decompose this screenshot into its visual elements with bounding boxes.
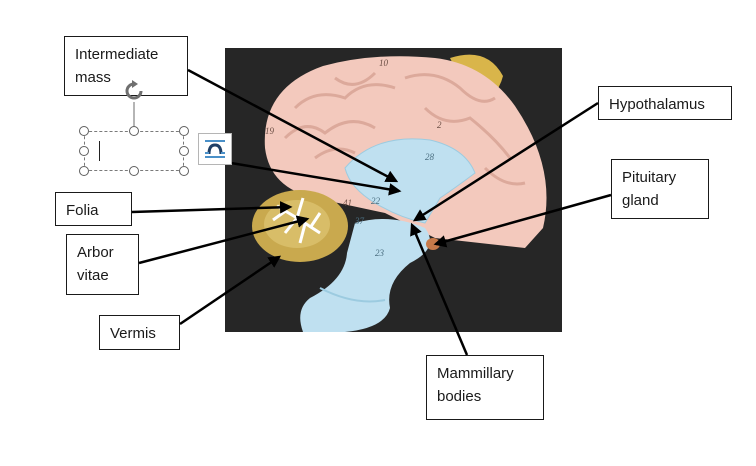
brain-photo: 10 19 28 22 41 37 23 2 [225, 48, 562, 332]
resize-handle-bottom[interactable] [129, 166, 139, 176]
label-hypothalamus[interactable]: Hypothalamus [598, 86, 732, 120]
label-folia[interactable]: Folia [55, 192, 132, 226]
model-number-22: 22 [371, 196, 381, 206]
label-pituitary-gland[interactable]: Pituitary gland [611, 159, 709, 219]
layout-options-button[interactable] [198, 133, 232, 165]
brainstem [300, 219, 430, 332]
model-number-10: 10 [379, 58, 389, 68]
brain-illustration: 10 19 28 22 41 37 23 2 [252, 54, 547, 332]
resize-handle-top[interactable] [129, 126, 139, 136]
resize-handle-right[interactable] [179, 146, 189, 156]
pituitary-gland [426, 238, 440, 250]
model-number-41: 41 [343, 198, 352, 208]
rotate-handle-icon[interactable] [121, 78, 147, 104]
resize-handle-bottom-right[interactable] [179, 166, 189, 176]
resize-handle-top-left[interactable] [79, 126, 89, 136]
model-number-37: 37 [354, 216, 365, 226]
layout-options-icon [205, 140, 225, 158]
model-number-23: 23 [375, 248, 385, 258]
label-arbor-vitae[interactable]: Arbor vitae [66, 234, 139, 295]
resize-handle-left[interactable] [79, 146, 89, 156]
label-vermis[interactable]: Vermis [99, 315, 180, 350]
label-intermediate-mass[interactable]: Intermediate mass [64, 36, 188, 96]
model-number-19: 19 [265, 126, 275, 136]
resize-handle-top-right[interactable] [179, 126, 189, 136]
label-mammillary-bodies[interactable]: Mammillary bodies [426, 355, 544, 420]
model-number-2: 2 [437, 120, 442, 130]
text-cursor [99, 141, 100, 161]
model-number-28: 28 [425, 152, 435, 162]
resize-handle-bottom-left[interactable] [79, 166, 89, 176]
